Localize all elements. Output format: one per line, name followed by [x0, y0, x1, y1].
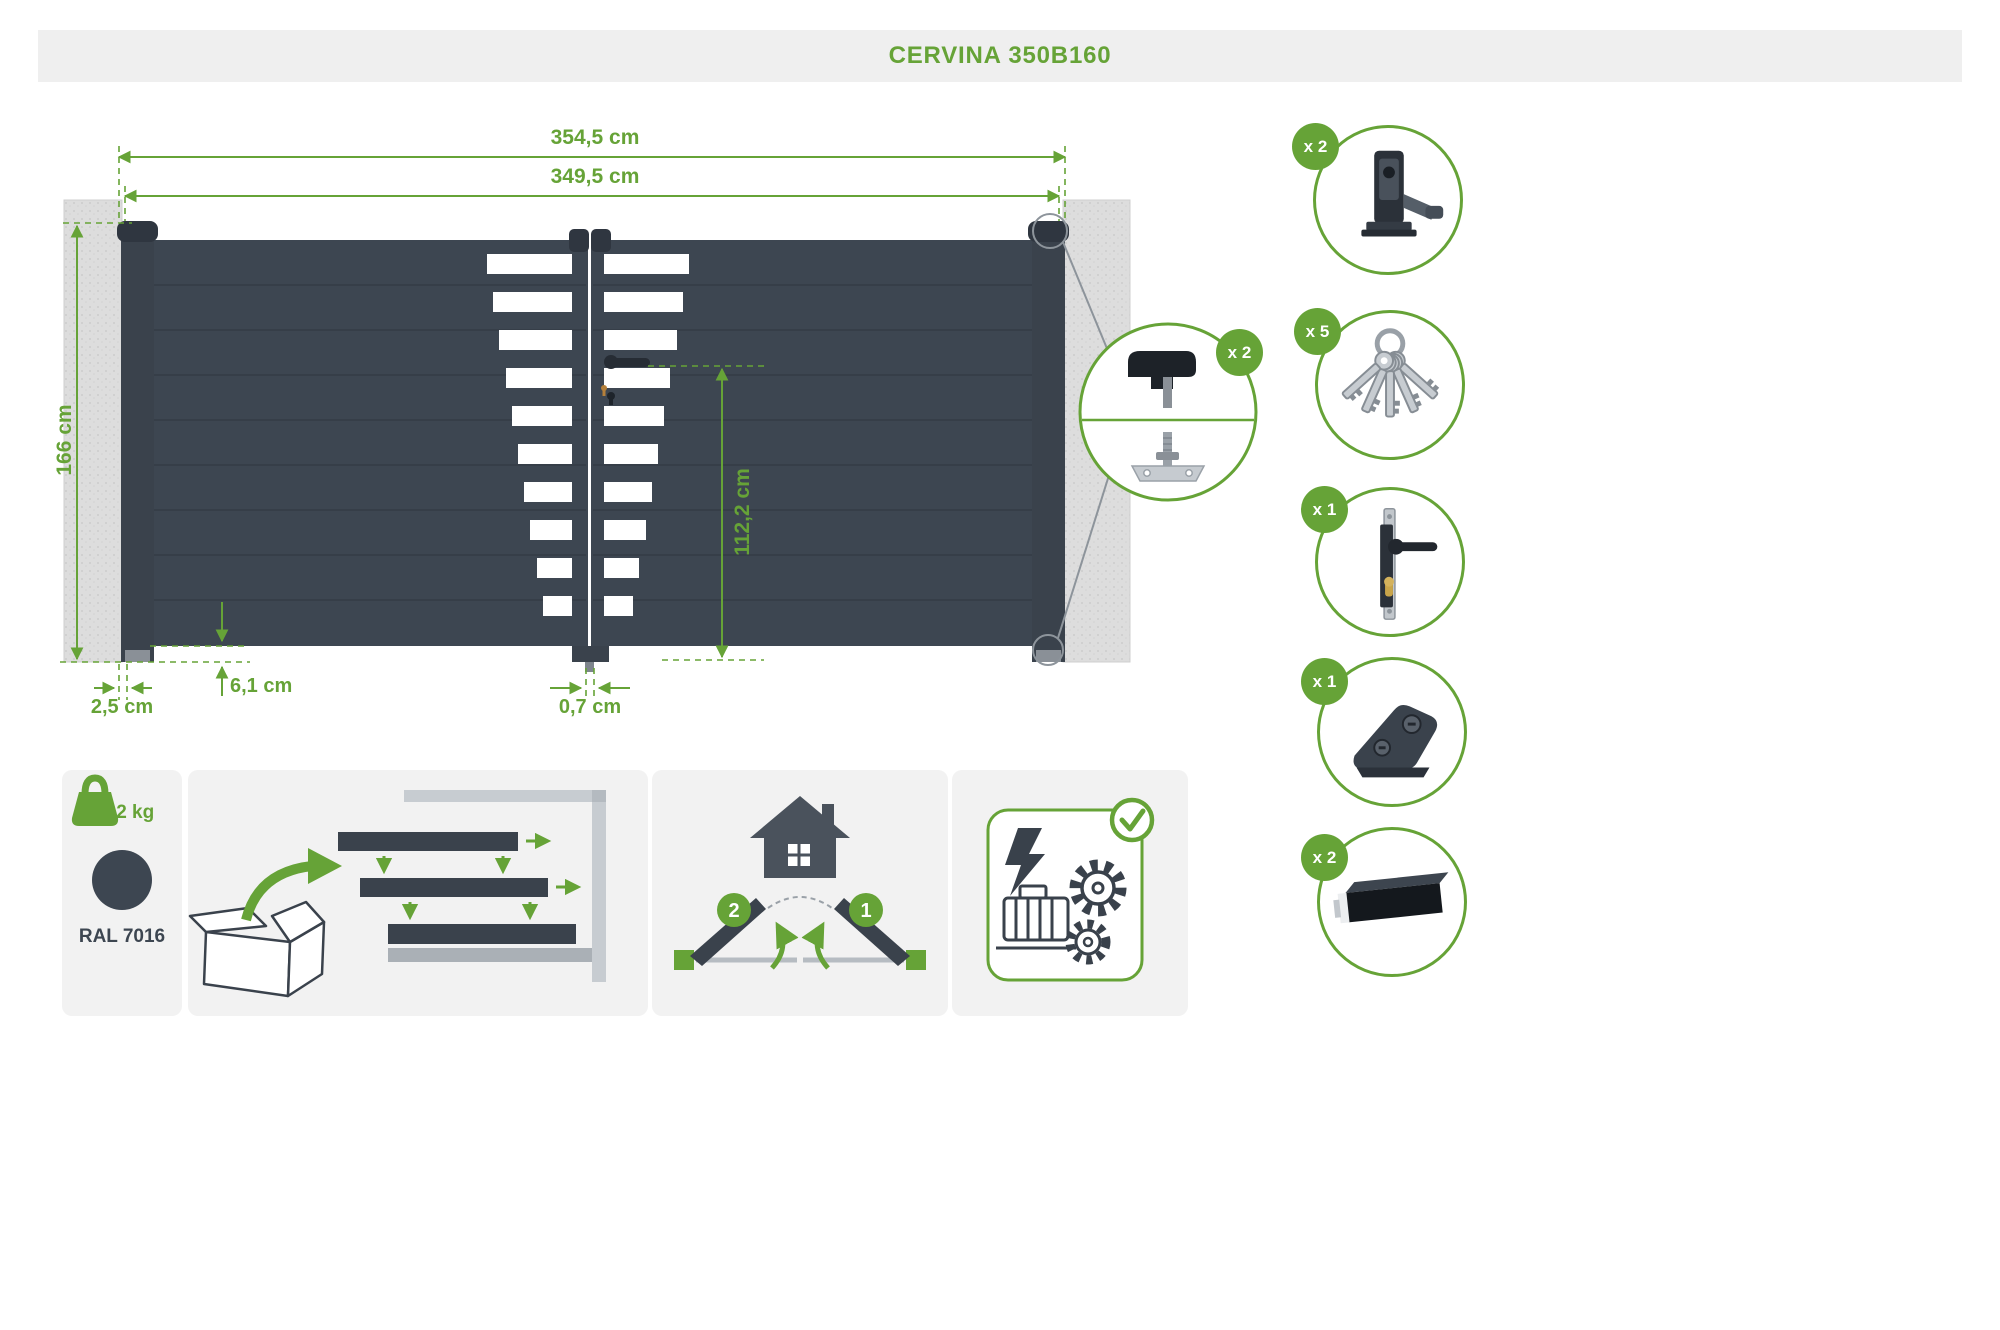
gate-handle [601, 355, 650, 405]
step-badges: 2 1 [717, 893, 883, 927]
lock-icon [1380, 508, 1438, 620]
gate-posts [117, 221, 1069, 672]
assembly-arrows [375, 832, 582, 921]
weight-color-panel: 54.2 kg RAL 7016 [62, 770, 182, 1016]
dim-ground-clearance-label: 6,1 cm [230, 675, 293, 697]
assembly-rail [404, 790, 606, 982]
ral-color-swatch [92, 850, 152, 910]
opening-diagram: 2 1 [674, 796, 926, 970]
cover-profile-qty-label: x 2 [1312, 847, 1337, 867]
gate-slat-lines [154, 284, 1032, 601]
house-icon [750, 796, 850, 878]
ground-stop-qty-label: x 1 [1312, 671, 1337, 691]
cover-profile-icon [1333, 872, 1449, 924]
assembly-diagram [188, 790, 606, 998]
hinge-qty-label: x 2 [1227, 342, 1252, 362]
hinge-qty-badge: x 2 [1216, 329, 1263, 376]
motorisation-diagram [986, 797, 1155, 982]
lightning-icon [1005, 828, 1045, 896]
assembly-unbox-arrow [241, 848, 342, 922]
gate-technical-drawing [60, 146, 1258, 700]
dim-total-width-label: 354,5 cm [550, 126, 640, 149]
hinge-callout-connectors [1032, 213, 1111, 666]
motor-icon [996, 884, 1076, 950]
hinge-bottom-icon [1130, 432, 1206, 482]
lock-qty-badge: x 1 [1301, 486, 1348, 533]
assembly-box-icon [188, 900, 326, 998]
ground-stop-qty-badge: x 1 [1301, 658, 1348, 705]
dim-leaf-gap-label: 0,7 cm [558, 696, 622, 718]
weight-icon [71, 774, 119, 826]
gears-icon [1065, 859, 1127, 965]
hinge-top-icon [1128, 351, 1196, 408]
motorisation-panel [952, 770, 1188, 1016]
assembly-slats [338, 832, 592, 962]
opening-panel: 2 1 [652, 770, 948, 1016]
step-right-label: 1 [860, 900, 871, 922]
header-bar: CERVINA 350B160 [38, 30, 1962, 82]
keys-icon [1341, 328, 1440, 418]
latch-stop-icon [1361, 150, 1444, 237]
dim-height-label: 166 cm [53, 404, 76, 476]
dimension-lines [70, 150, 1067, 696]
keys-qty-badge: x 5 [1294, 308, 1341, 355]
dim-leaf-span-label: 349,5 cm [550, 165, 640, 188]
dim-lock-height-label: 112,2 cm [731, 468, 754, 556]
lock-qty-label: x 1 [1312, 499, 1337, 519]
step-left-label: 2 [728, 900, 739, 922]
accessory-cover-profile [1317, 827, 1467, 977]
latch-stop-qty-badge: x 2 [1292, 123, 1339, 170]
ral-code: RAL 7016 [78, 926, 166, 947]
hinge-callout [1078, 322, 1258, 502]
keys-qty-label: x 5 [1305, 321, 1330, 341]
check-icon [1109, 797, 1155, 843]
dim-post-offset-label: 2,5 cm [90, 696, 154, 718]
cover-profile-qty-badge: x 2 [1301, 834, 1348, 881]
ground-stop-icon [1353, 705, 1438, 778]
swing-arrows [770, 921, 830, 970]
assembly-panel [188, 770, 648, 1016]
gate-openwork-bars [487, 254, 689, 616]
latch-stop-qty-label: x 2 [1303, 136, 1328, 156]
product-title: CERVINA 350B160 [888, 42, 1112, 69]
